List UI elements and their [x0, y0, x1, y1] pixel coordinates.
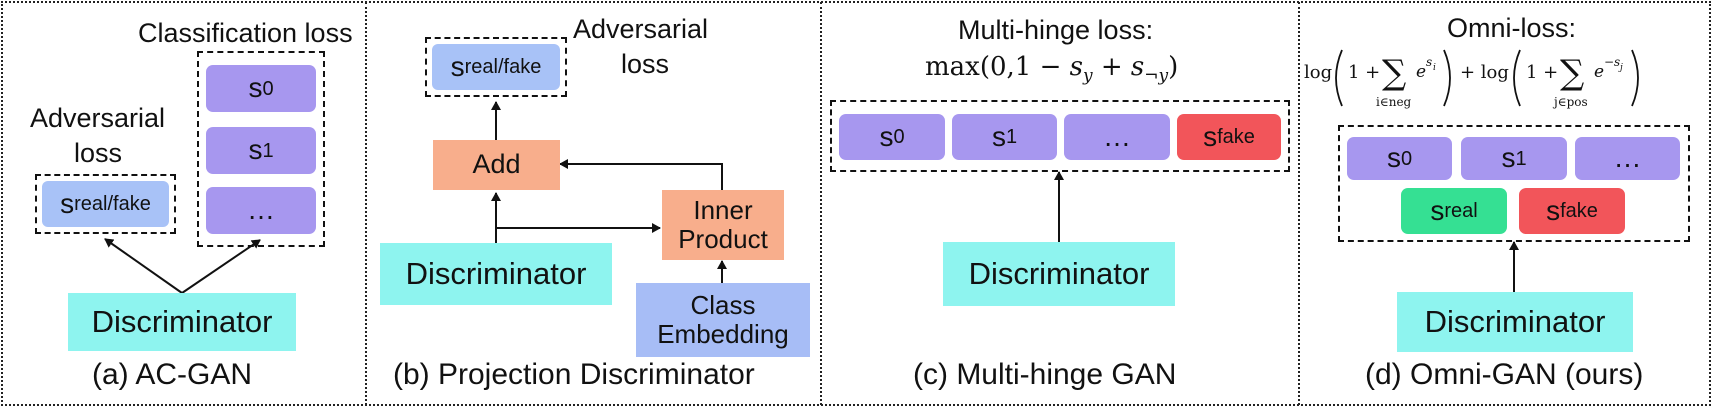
- arrow-a-to-classification: [181, 239, 261, 294]
- score-ellipsis: …: [1064, 114, 1170, 160]
- caption-d: (d) Omni-GAN (ours): [1365, 358, 1644, 391]
- separator-1: [365, 2, 367, 405]
- svg-text:+ log: + log: [1460, 62, 1509, 83]
- svg-text:log: log: [1304, 62, 1332, 83]
- score-ellipsis: …: [1575, 137, 1680, 180]
- separator-2: [820, 2, 822, 405]
- separator-3: [1298, 2, 1300, 405]
- adversarial-loss-label-line2: loss: [621, 49, 670, 79]
- discriminator-box: Discriminator: [380, 243, 612, 305]
- svg-text:e: e: [1416, 62, 1426, 82]
- arrow-b-inner-to-add: [559, 159, 723, 190]
- svg-text:−s: −s: [1604, 55, 1620, 69]
- classification-group: [197, 51, 325, 247]
- class-embedding-box: Class Embedding: [636, 283, 810, 357]
- omni-loss-formula: log 1 + ∑ i∈neg e s i + log 1 + ∑ j∈pos …: [1304, 49, 1639, 109]
- omni-loss-title: Omni-loss:: [1447, 13, 1577, 43]
- svg-text:s: s: [1426, 55, 1432, 69]
- add-box: Add: [433, 140, 560, 190]
- svg-text:i∈neg: i∈neg: [1376, 95, 1412, 109]
- svg-text:e: e: [1594, 62, 1604, 82]
- discriminator-box: Discriminator: [943, 242, 1175, 306]
- svg-text:1 +: 1 +: [1526, 62, 1558, 83]
- caption-c: (c) Multi-hinge GAN: [913, 358, 1177, 391]
- multi-hinge-formula: max(0,1 − sy + s¬y): [925, 52, 1179, 87]
- caption-b: (b) Projection Discriminator: [393, 358, 755, 391]
- class-score-ellipsis: …: [206, 187, 316, 234]
- svg-text:j: j: [1618, 63, 1623, 73]
- adversarial-loss-label-line1: Adversarial: [30, 103, 166, 133]
- adversarial-loss-label-line2: loss: [74, 138, 123, 168]
- svg-text:i: i: [1433, 63, 1436, 73]
- adversarial-loss-label-line1: Adversarial: [573, 14, 709, 44]
- caption-a: (a) AC-GAN: [92, 358, 253, 391]
- scores-group: [830, 100, 1290, 172]
- svg-text:1 +: 1 +: [1348, 62, 1380, 83]
- svg-text:∑: ∑: [1560, 53, 1584, 93]
- adversarial-group: [35, 174, 176, 234]
- multi-hinge-loss-title: Multi-hinge loss:: [958, 15, 1154, 45]
- svg-text:j∈pos: j∈pos: [1552, 95, 1588, 109]
- arrow-a-to-adversarial: [104, 238, 183, 294]
- svg-text:∑: ∑: [1382, 53, 1406, 93]
- inner-product-box: Inner Product: [662, 190, 784, 260]
- discriminator-box: Discriminator: [68, 293, 296, 351]
- adversarial-group: [425, 37, 567, 97]
- discriminator-box: Discriminator: [1397, 292, 1633, 352]
- classification-loss-label: Classification loss: [138, 18, 353, 48]
- scores-group: [1338, 125, 1690, 242]
